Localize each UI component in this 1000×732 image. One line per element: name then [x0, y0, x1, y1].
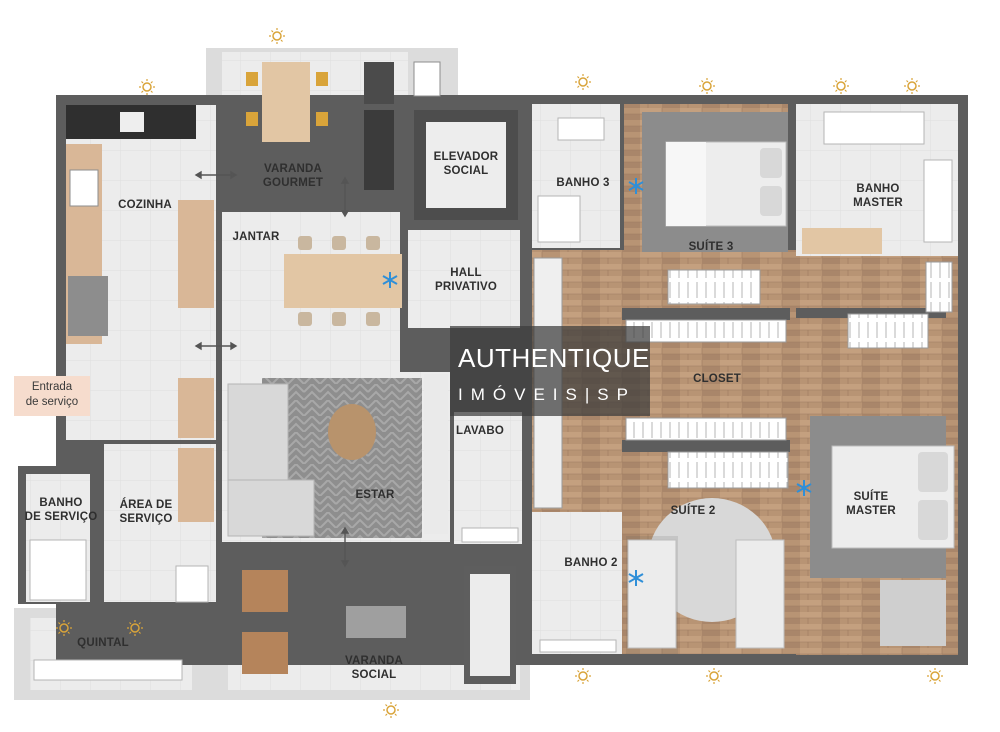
room-label-banho-2: BANHO 2 — [556, 556, 626, 570]
room-name-line: VARANDA — [263, 163, 323, 175]
snowflake-icon — [382, 178, 812, 586]
room-name-line: ELEVADOR — [433, 151, 499, 163]
watermark-line-2: IMÓVEIS|SP — [458, 385, 636, 404]
watermark-line-1: AUTHENTIQUE — [458, 343, 650, 373]
room-name: SUÍTE 3 — [688, 241, 734, 253]
room-name: COZINHA — [118, 199, 172, 211]
entrada-line-2: de serviço — [25, 396, 79, 408]
room-name-line: BANHO — [39, 497, 83, 509]
suite-2-bed-left — [627, 539, 677, 649]
room-label-hall-privativo: HALL PRIVATIVO — [420, 266, 512, 294]
dining-table — [284, 254, 402, 308]
hall-floor — [408, 230, 520, 328]
room-name: CLOSET — [693, 373, 741, 385]
room-name-line: MASTER — [846, 505, 896, 517]
room-label-lavabo: LAVABO — [452, 424, 508, 438]
room-label-quintal: QUINTAL — [68, 636, 138, 650]
room-name-line: SOCIAL — [443, 165, 489, 177]
room-label-suite-2: SUÍTE 2 — [658, 504, 728, 518]
room-name: BANHO 2 — [564, 557, 618, 569]
entrada-servico-label: Entrada de serviço — [14, 376, 90, 416]
room-label-suite-master: SUÍTE MASTER — [836, 490, 906, 518]
room-name: JANTAR — [232, 231, 280, 243]
room-label-cozinha: COZINHA — [110, 198, 180, 212]
room-name-line: SUÍTE — [853, 491, 889, 503]
room-label-banho-servico: BANHO DE SERVIÇO — [20, 496, 102, 524]
suite-2-bed-right — [735, 539, 785, 649]
entrada-line-1: Entrada — [31, 381, 73, 393]
room-name-line: BANHO — [856, 183, 900, 195]
room-name: ESTAR — [355, 489, 395, 501]
room-label-area-servico: ÁREA DE SERVIÇO — [108, 498, 184, 526]
lavabo-floor — [454, 412, 522, 544]
room-name: BANHO 3 — [556, 177, 610, 189]
room-label-estar: ESTAR — [345, 488, 405, 502]
room-label-closet: CLOSET — [682, 372, 752, 386]
room-name-line: MASTER — [853, 197, 903, 209]
room-name-line: SOCIAL — [351, 669, 397, 681]
room-label-jantar: JANTAR — [226, 230, 286, 244]
banho-2-floor — [532, 512, 622, 654]
room-name-line: ÁREA DE — [119, 499, 173, 511]
room-name: QUINTAL — [77, 637, 129, 649]
room-label-banho-3: BANHO 3 — [548, 176, 618, 190]
room-name-line: HALL — [450, 267, 482, 279]
double-arrow-icon — [194, 170, 350, 568]
room-label-varanda-gourmet: VARANDA GOURMET — [248, 162, 338, 190]
room-name-line: PRIVATIVO — [434, 281, 498, 293]
room-name: LAVABO — [455, 425, 505, 437]
room-name-line: VARANDA — [344, 655, 404, 667]
room-label-varanda-social: VARANDA SOCIAL — [336, 654, 412, 682]
room-name: SUÍTE 2 — [670, 505, 716, 517]
room-label-banho-master: BANHO MASTER — [840, 182, 916, 210]
room-label-suite-3: SUÍTE 3 — [676, 240, 746, 254]
room-name-line: DE SERVIÇO — [24, 511, 98, 523]
room-name-line: SERVIÇO — [119, 513, 173, 525]
gourmet-table — [262, 62, 310, 142]
watermark-box — [450, 326, 650, 416]
room-label-elevador-social: ELEVADOR SOCIAL — [420, 150, 512, 178]
room-name-line: GOURMET — [262, 177, 324, 189]
sun-icon — [56, 28, 943, 718]
